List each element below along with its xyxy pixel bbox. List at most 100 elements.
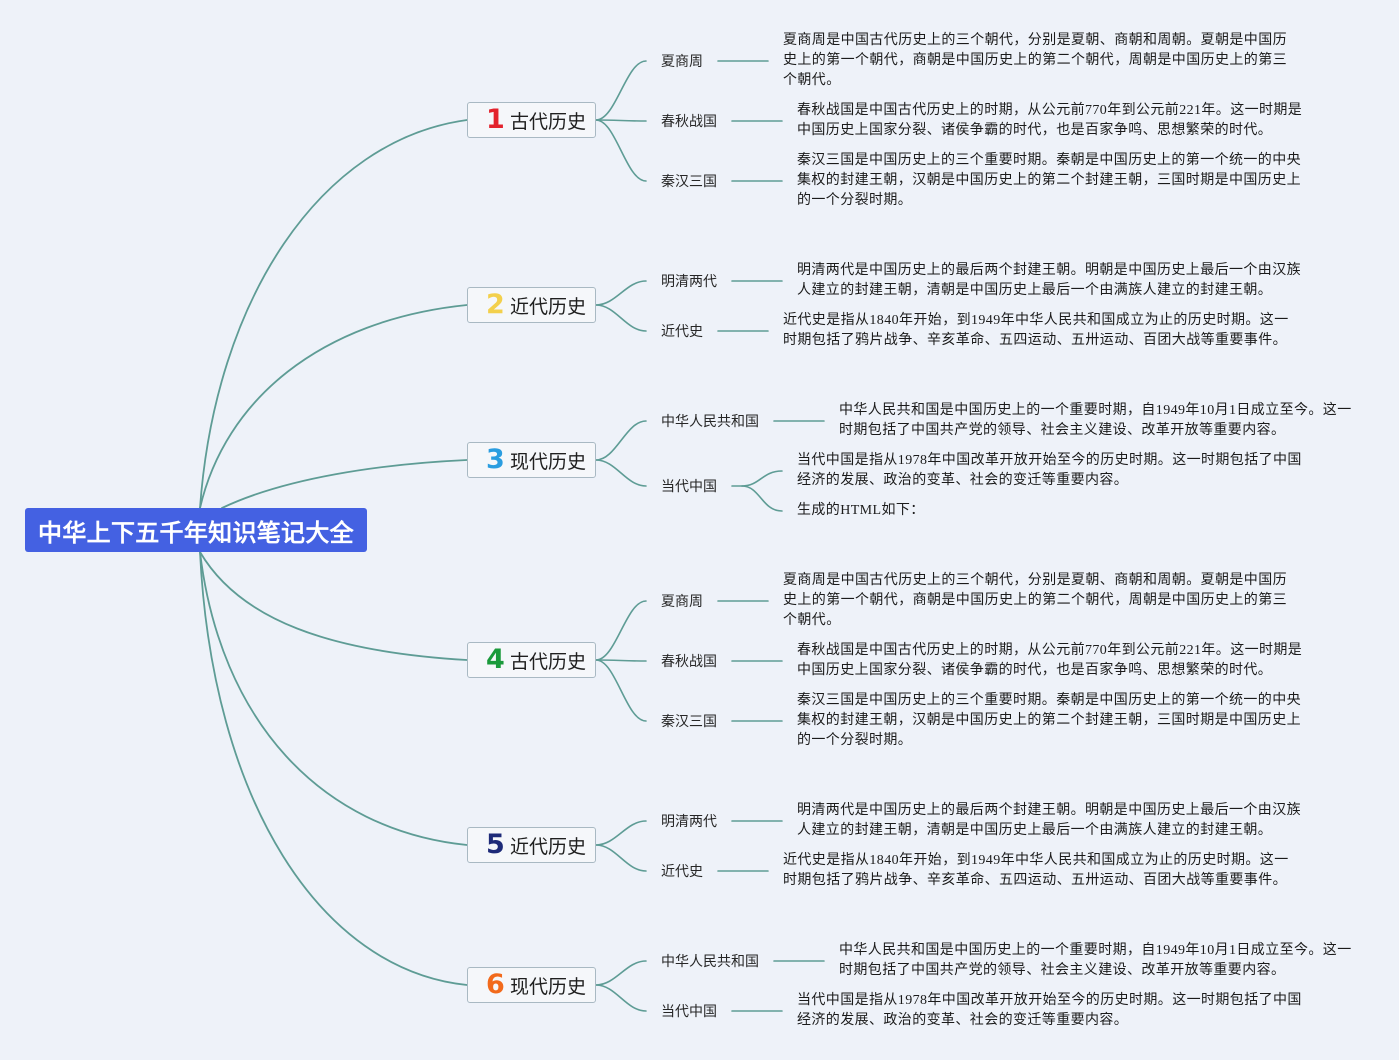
branch-title: 近代历史 [510,836,587,858]
note-line: 个朝代。 [783,73,841,88]
root-branch-connector [221,459,468,509]
topic-label[interactable]: 当代中国 [661,478,717,494]
note-line: 当代中国是指从1978年中国改革开放开始至今的历史时期。这一时期包括了中国 [797,993,1302,1008]
note-line: 个朝代。 [783,613,841,628]
note-line: 夏商周是中国古代历史上的三个朝代，分别是夏朝、商朝和周朝。夏朝是中国历 [783,33,1287,48]
topic-note[interactable]: 中华人民共和国是中国历史上的一个重要时期，自1949年10月1日成立至今。这一 … [839,941,1352,981]
branch-topic-connector [595,600,647,661]
topic-note[interactable]: 明清两代是中国历史上的最后两个封建王朝。明朝是中国历史上最后一个由汉族 人建立的… [797,801,1301,841]
root-title: 中华上下五千年知识笔记大全 [38,519,354,547]
branch-topic-3[interactable]: 3 现代历史 [467,442,596,478]
note-line: 夏商周是中国古代历史上的三个朝代，分别是夏朝、商朝和周朝。夏朝是中国历 [783,573,1287,588]
topic-label[interactable]: 中华人民共和国 [661,953,759,969]
topic-note[interactable]: 夏商周是中国古代历史上的三个朝代，分别是夏朝、商朝和周朝。夏朝是中国历 史上的第… [783,31,1287,91]
branch-topic-2[interactable]: 2 近代历史 [467,287,596,323]
topic-label[interactable]: 夏商周 [661,593,703,609]
topic-label[interactable]: 春秋战国 [661,113,717,129]
topic-label[interactable]: 近代史 [661,863,703,879]
branch-number-marker: 1 [486,104,505,135]
note-line: 近代史是指从1840年开始，到1949年中华人民共和国成立为止的历史时期。这一 [783,313,1289,328]
topic-label[interactable]: 中华人民共和国 [661,413,759,429]
branch-title: 古代历史 [510,651,587,673]
branch-topic-connector [595,659,647,662]
branch-topic-1[interactable]: 1 古代历史 [467,102,596,138]
branch-topic-connector [595,60,647,121]
root-branch-connector [199,551,468,846]
note-line: 的一个分裂时期。 [797,193,913,208]
root-branch-connector [199,304,468,509]
branch-topic-connector [595,984,647,1012]
note-line: 生成的HTML如下： [797,503,925,518]
topic-label[interactable]: 秦汉三国 [661,173,717,189]
topic-note[interactable]: 当代中国是指从1978年中国改革开放开始至今的历史时期。这一时期包括了中国 经济… [797,991,1302,1031]
topic-label[interactable]: 秦汉三国 [661,713,717,729]
note-line: 经济的发展、政治的变革、社会的变迁等重要内容。 [797,473,1129,488]
branch-number-marker: 5 [486,829,505,860]
topic-note[interactable]: 中华人民共和国是中国历史上的一个重要时期，自1949年10月1日成立至今。这一 … [839,401,1352,441]
topic-note-fork-connector [741,485,783,512]
branch-topic-6[interactable]: 6 现代历史 [467,967,596,1003]
topic-note[interactable]: 夏商周是中国古代历史上的三个朝代，分别是夏朝、商朝和周朝。夏朝是中国历 史上的第… [783,571,1287,631]
note-line: 明清两代是中国历史上的最后两个封建王朝。明朝是中国历史上最后一个由汉族 [797,803,1301,818]
root-branch-connector [199,551,468,986]
branch-topic-connector [595,459,647,487]
topic-note[interactable]: 近代史是指从1840年开始，到1949年中华人民共和国成立为止的历史时期。这一 … [783,311,1289,351]
branch-title: 现代历史 [510,451,587,473]
topic-note[interactable]: 明清两代是中国历史上的最后两个封建王朝。明朝是中国历史上最后一个由汉族 人建立的… [797,261,1301,301]
branch-number-marker: 4 [486,644,505,675]
note-line: 中华人民共和国是中国历史上的一个重要时期，自1949年10月1日成立至今。这一 [839,403,1352,418]
note-line: 春秋战国是中国古代历史上的时期，从公元前770年到公元前221年。这一时期是 [797,643,1303,658]
note-line: 中华人民共和国是中国历史上的一个重要时期，自1949年10月1日成立至今。这一 [839,943,1352,958]
branch-topic-connector [595,844,647,872]
topic-note[interactable]: 秦汉三国是中国历史上的三个重要时期。秦朝是中国历史上的第一个统一的中央 集权的封… [797,691,1301,751]
note-line: 人建立的封建王朝，清朝是中国历史上最后一个由满族人建立的封建王朝。 [797,823,1273,838]
branch-topic-connector [595,119,647,182]
note-line: 近代史是指从1840年开始，到1949年中华人民共和国成立为止的历史时期。这一 [783,853,1289,868]
branch-topic-connector [595,420,647,461]
note-line: 明清两代是中国历史上的最后两个封建王朝。明朝是中国历史上最后一个由汉族 [797,263,1301,278]
branch-number-marker: 3 [486,444,505,475]
branch-title: 现代历史 [510,976,587,998]
topic-label[interactable]: 近代史 [661,323,703,339]
branch-topic-connector [595,119,647,122]
branch-topic-connector [595,960,647,986]
note-line: 史上的第一个朝代，商朝是中国历史上的第二个朝代，周朝是中国历史上的第三 [783,53,1287,68]
branch-topic-5[interactable]: 5 近代历史 [467,827,596,863]
note-line: 经济的发展、政治的变革、社会的变迁等重要内容。 [797,1013,1129,1028]
topic-note[interactable]: 秦汉三国是中国历史上的三个重要时期。秦朝是中国历史上的第一个统一的中央 集权的封… [797,151,1301,211]
note-line: 当代中国是指从1978年中国改革开放开始至今的历史时期。这一时期包括了中国 [797,453,1302,468]
branch-number-marker: 2 [486,289,505,320]
topic-note[interactable]: 春秋战国是中国古代历史上的时期，从公元前770年到公元前221年。这一时期是 中… [797,641,1302,681]
topic-note[interactable]: 春秋战国是中国古代历史上的时期，从公元前770年到公元前221年。这一时期是 中… [797,101,1302,141]
branch-title: 近代历史 [510,296,587,318]
note-line: 的一个分裂时期。 [797,733,913,748]
topic-label[interactable]: 当代中国 [661,1003,717,1019]
topic-note[interactable]: 近代史是指从1840年开始，到1949年中华人民共和国成立为止的历史时期。这一 … [783,851,1289,891]
topic-note[interactable]: 当代中国是指从1978年中国改革开放开始至今的历史时期。这一时期包括了中国 经济… [797,451,1302,491]
topic-label[interactable]: 春秋战国 [661,653,717,669]
root-branch-connector [199,551,468,661]
branch-topic-connector [595,280,647,306]
note-line: 人建立的封建王朝，清朝是中国历史上最后一个由满族人建立的封建王朝。 [797,283,1273,298]
note-line: 时期包括了鸦片战争、辛亥革命、五四运动、五卅运动、百团大战等重要事件。 [783,333,1287,348]
branch-topic-connector [595,820,647,846]
root-branch-connector [199,119,468,509]
topic-note[interactable]: 生成的HTML如下： [797,501,925,521]
note-line: 集权的封建王朝，汉朝是中国历史上的第二个封建王朝，三国时期是中国历史上 [797,173,1301,188]
branch-title: 古代历史 [510,111,587,133]
root-topic[interactable]: 中华上下五千年知识笔记大全 [25,508,367,552]
topic-label[interactable]: 明清两代 [661,273,717,289]
note-line: 时期包括了鸦片战争、辛亥革命、五四运动、五卅运动、百团大战等重要事件。 [783,873,1287,888]
note-line: 中国历史上国家分裂、诸侯争霸的时代，也是百家争鸣、思想繁荣的时代。 [797,123,1273,138]
branch-topic-connector [595,659,647,722]
note-line: 中国历史上国家分裂、诸侯争霸的时代，也是百家争鸣、思想繁荣的时代。 [797,663,1273,678]
note-line: 秦汉三国是中国历史上的三个重要时期。秦朝是中国历史上的第一个统一的中央 [797,693,1301,708]
branch-topic-4[interactable]: 4 古代历史 [467,642,596,678]
topic-note-fork-connector [741,470,783,487]
note-line: 春秋战国是中国古代历史上的时期，从公元前770年到公元前221年。这一时期是 [797,103,1303,118]
topic-label[interactable]: 夏商周 [661,53,703,69]
branch-topic-connector [595,304,647,332]
topic-label[interactable]: 明清两代 [661,813,717,829]
